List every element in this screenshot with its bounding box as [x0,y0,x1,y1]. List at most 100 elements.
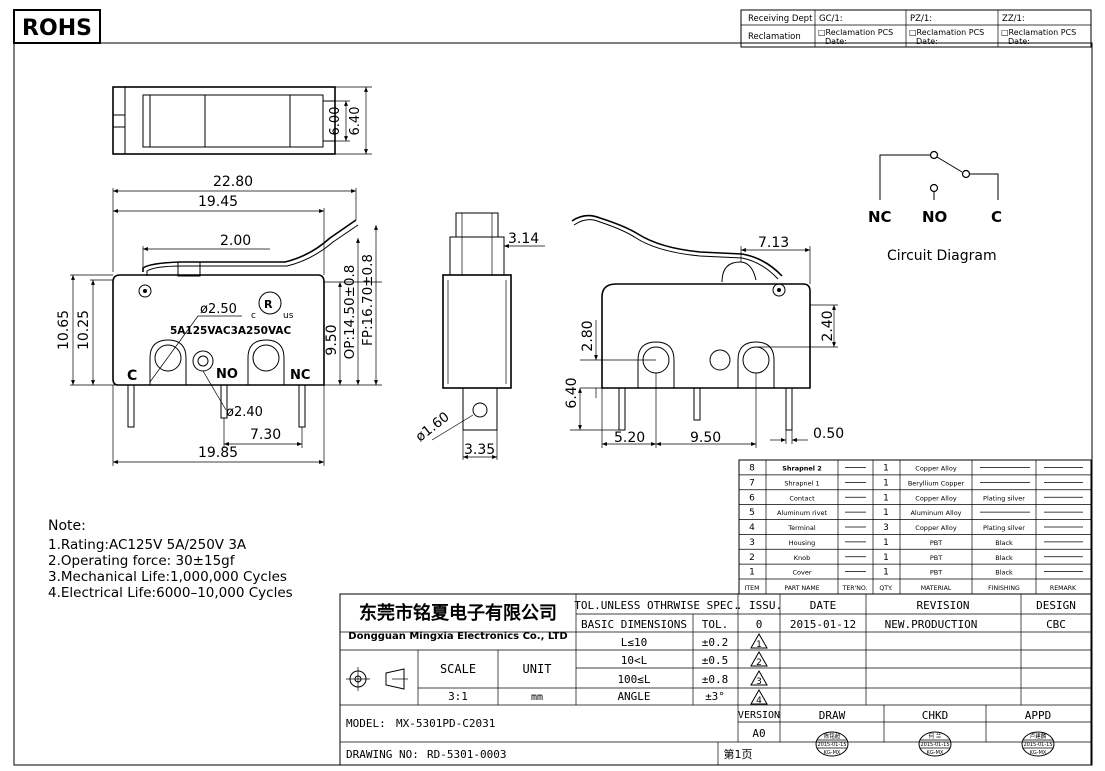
gc-label: GC/1: [819,14,843,24]
rohs-badge: ROHS [13,9,101,44]
tol-range-1: L≤10 [621,636,648,649]
pz-date: Date: [916,37,938,46]
bom-material: PBT [930,569,942,577]
dim-314: 3.14 [508,231,539,247]
revision-header: REVISION [917,599,970,612]
bom-part-name: Housing [789,539,815,547]
svg-text:c: c [251,311,256,321]
circuit-diagram: NC NO C Circuit Diagram [868,150,1002,264]
bom-item-no: 7 [749,478,755,488]
svg-text:2015-01-15: 2015-01-15 [817,742,846,748]
scale-label: SCALE [440,662,476,676]
revision-mark-4: 4 [750,688,768,706]
svg-text:2015-01-15: 2015-01-15 [1023,742,1052,748]
note-operating-force: 2.Operating force: 30±15gf [48,553,236,569]
bom-qty: 1 [883,508,889,518]
tol-value-4: ±3° [705,690,725,703]
bom-finishing: Black [995,539,1013,547]
bom-part-name: Knob [794,554,811,562]
bom-material: Copper Alloy [915,494,957,502]
note-mechanical-life: 3.Mechanical Life:1,000,000 Cycles [48,569,287,585]
bom-item-no: 1 [749,568,755,578]
rev0-issue: 0 [756,618,763,631]
dim-1945: 19.45 [198,194,238,210]
receiving-dept-label: Receiving Dept [748,14,813,24]
model-label: MODEL: [346,717,386,730]
ul-mark-icon: R c us [251,291,294,321]
bom-material: PBT [930,554,942,562]
bom-qty: 1 [883,464,889,474]
bom-header-qty: QTY. [879,585,892,592]
back-view: 7.13 2.40 2.80 6.40 5.20 9.50 0.50 [564,214,844,448]
date-header: DATE [810,599,837,612]
side-view: 3.14 ø1.60 3.35 [413,212,545,460]
model-value: MX-5301PD-C2031 [396,717,495,730]
dim-520: 5.20 [614,430,645,446]
bom-item-no: 5 [749,508,755,518]
top-view: 6.00 6.40 [112,86,372,155]
dim-950-h: 9.50 [690,430,721,446]
dim-730: 7.30 [250,427,281,443]
drawing-no-label: DRAWING NO: [346,748,419,761]
bom-part-name: Shrapnel 1 [784,479,819,487]
company-name-cn: 东莞市铭夏电子有限公司 [359,602,557,624]
title-block: 东莞市铭夏电子有限公司 Dongguan Mingxia Electronics… [339,593,1092,766]
svg-text:卢建麟: 卢建麟 [1030,732,1047,740]
note-electrical-life: 4.Electrical Life:6000–10,000 Cycles [48,585,293,601]
bom-material: PBT [930,539,942,547]
bom-material: Copper Alloy [915,465,957,473]
svg-text:2: 2 [756,658,762,668]
dim-713: 7.13 [758,235,789,251]
draw-stamp: 陈铭超 2015-01-15 KG-MX [815,731,849,757]
tol-value-3: ±0.8 [702,673,729,686]
bom-finishing: Plating silver [983,524,1025,532]
version-value: A0 [752,727,765,740]
chkd-stamp: 何 兰 2015-01-15 KG-MX [918,731,952,757]
dim-200: 2.00 [220,233,251,249]
draw-label: DRAW [819,709,846,722]
bom-qty: 1 [883,568,889,578]
dim-640: 6.40 [348,107,363,136]
bom-item-no: 4 [749,523,755,533]
pz-label: PZ/1: [910,14,932,24]
pz-reclamation: □Reclamation PCS [909,28,984,37]
rev0-design: CBC [1046,618,1066,631]
bom-header-material: MATERIAL [921,585,952,592]
dim-950-v: 9.50 [324,324,340,355]
bom-header-ter-no: TER'NO. [842,585,868,592]
bom-part-name: Aluminum rivet [777,509,827,517]
dim-d240: ø2.40 [226,405,263,420]
bom-part-name: Contact [789,494,815,502]
bom-item-no: 3 [749,538,755,548]
rohs-label: ROHS [22,16,92,41]
bom-header-remark: REMARK [1050,585,1077,592]
bom-material: Aluminum Alloy [910,509,961,517]
bom-header-part-name: PART NAME [784,585,819,592]
circuit-nc-label: NC [868,208,892,226]
bom-finishing: Plating silver [983,494,1025,502]
dim-640-v: 6.40 [564,377,580,408]
bom-qty: 3 [883,523,889,533]
page-number: 第1页 [724,747,753,761]
front-c-label: C [127,368,137,384]
dim-1985: 19.85 [198,445,238,461]
bom-part-name: Shrapnel 2 [782,465,822,473]
revision-mark-1: 1 [750,632,768,650]
design-header: DESIGN [1036,599,1076,612]
bom-qty: 1 [883,553,889,563]
front-view: C NO NC 5A125VAC3A250VAC R c us 22.80 19… [56,174,382,466]
svg-text:4: 4 [756,696,762,706]
svg-text:何 兰: 何 兰 [929,732,942,740]
dim-op: OP:14.50±0.8 [342,265,358,360]
svg-text:KG-MX: KG-MX [1030,750,1047,756]
projection-symbol-icon [346,667,408,691]
version-label: VERSION [738,710,780,721]
svg-text:1: 1 [756,640,762,650]
